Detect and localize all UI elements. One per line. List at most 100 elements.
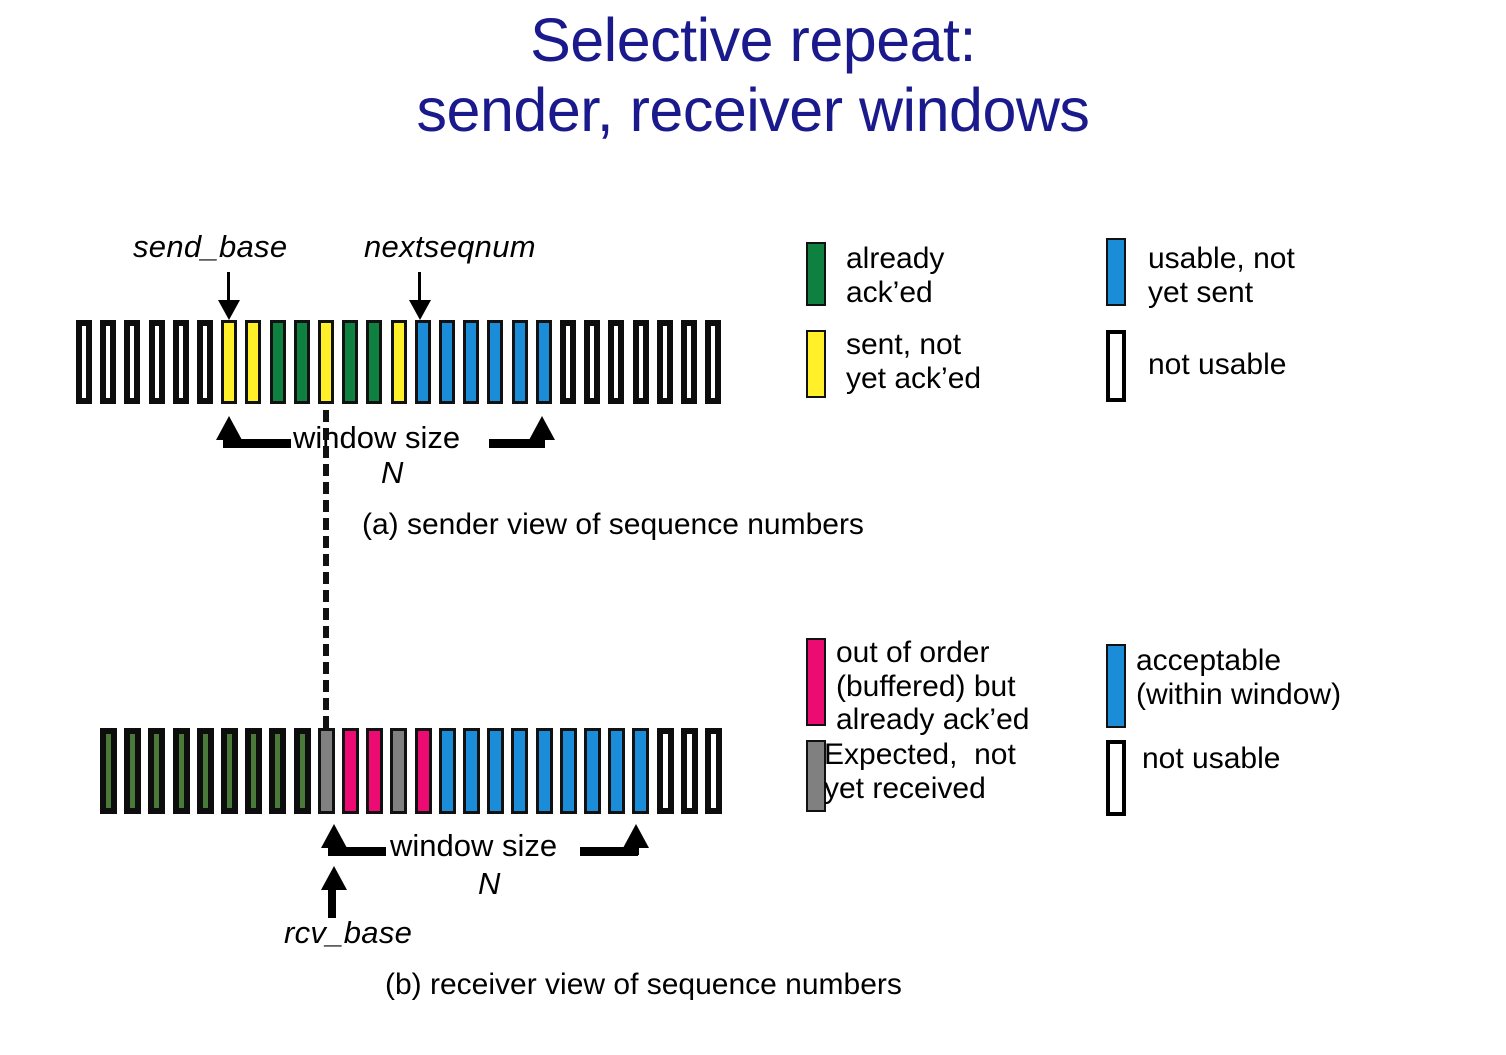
nextseqnum-arrow-shaft (418, 272, 421, 308)
sequence-box (438, 728, 456, 814)
title-line-2: sender, receiver windows (416, 75, 1090, 144)
send-base-label: send_base (133, 229, 288, 264)
sequence-box (608, 728, 626, 814)
sender-sequence-row (76, 320, 726, 406)
legend-swatch (1106, 740, 1126, 816)
sequence-box (632, 320, 649, 404)
receiver-sequence-row (100, 728, 730, 816)
sequence-box (390, 320, 407, 404)
sender-caption: (a) sender view of sequence numbers (362, 508, 864, 541)
sequence-box (414, 320, 431, 404)
sequence-box (559, 728, 577, 814)
sequence-box (196, 728, 214, 814)
sequence-box (487, 320, 504, 404)
sequence-box (414, 728, 432, 814)
sequence-box (511, 320, 528, 404)
sequence-box (317, 728, 335, 814)
legend-swatch (1106, 644, 1126, 728)
rcv-base-arrow-shaft (328, 888, 336, 918)
legend-swatch (806, 330, 826, 398)
window-end-arrow-shaft-receiver (630, 843, 639, 855)
sequence-box (76, 320, 92, 404)
legend-label: already ack’ed (846, 242, 945, 309)
sender-legend: already ack’ed sent, not yet ack’ed usable… (800, 238, 1490, 402)
sequence-box (172, 320, 189, 404)
sequence-box (366, 320, 383, 404)
sequence-box (608, 320, 625, 404)
window-end-arrow-sender (529, 416, 555, 440)
window-end-arrow-shaft-sender (536, 435, 545, 447)
title-line-1: Selective repeat: (530, 6, 976, 74)
legend-label: out of order (buffered) but already ack’… (836, 636, 1030, 737)
sequence-box (366, 728, 384, 814)
sequence-box (584, 320, 601, 404)
window-bracket-left-receiver (328, 847, 386, 856)
sequence-box (269, 320, 286, 404)
sequence-box (681, 320, 697, 404)
sequence-box (560, 320, 576, 404)
sequence-box (197, 320, 213, 404)
sequence-box (221, 728, 238, 814)
sequence-box (269, 728, 287, 814)
sequence-box (390, 728, 408, 814)
sequence-box (535, 728, 553, 814)
window-end-arrow-receiver (623, 824, 649, 848)
rcv-base-label: rcv_base (284, 915, 413, 950)
window-size-label-receiver: window size (390, 828, 558, 863)
sequence-box (656, 728, 674, 814)
sequence-box (148, 728, 166, 814)
sequence-box (463, 728, 480, 814)
nextseqnum-arrow-head (409, 300, 431, 320)
legend-label: sent, not yet ack’ed (846, 328, 982, 395)
nextseqnum-label: nextseqnum (364, 229, 536, 264)
window-bracket-right-receiver (580, 847, 638, 856)
sequence-box (342, 320, 359, 404)
sequence-box (124, 728, 142, 814)
legend-swatch (1106, 330, 1126, 402)
sequence-box (221, 320, 238, 404)
sequence-box (245, 320, 262, 404)
legend-label: Expected, not yet received (824, 738, 1016, 805)
legend-swatch (806, 638, 826, 726)
sequence-box (100, 728, 117, 814)
receiver-caption: (b) receiver view of sequence numbers (385, 968, 902, 1001)
sequence-box (705, 320, 722, 404)
window-size-n-sender: N (381, 455, 404, 490)
legend-label: not usable (1142, 742, 1281, 775)
sequence-box (342, 728, 359, 814)
sequence-box (293, 728, 311, 814)
window-size-n-receiver: N (478, 866, 501, 901)
sequence-box (439, 320, 455, 404)
sequence-box (487, 728, 505, 814)
sequence-box (100, 320, 117, 404)
sequence-box (584, 728, 601, 814)
send-base-arrow-head (218, 300, 240, 320)
send-base-arrow-shaft (227, 272, 230, 308)
alignment-dashed-line (323, 410, 329, 728)
sequence-box (148, 320, 165, 404)
sequence-box (245, 728, 263, 814)
sequence-box (632, 728, 650, 814)
sequence-box (705, 728, 722, 814)
sequence-box (124, 320, 141, 404)
sequence-box (535, 320, 552, 404)
sequence-box (680, 728, 698, 814)
sequence-box (511, 728, 529, 814)
sequence-box (318, 320, 334, 404)
rcv-base-arrow-head (321, 866, 347, 890)
sequence-box (656, 320, 673, 404)
sequence-box (172, 728, 190, 814)
legend-label: acceptable (within window) (1136, 644, 1342, 711)
legend-swatch (1106, 238, 1126, 306)
legend-swatch (806, 242, 826, 306)
window-bracket-right-sender (489, 439, 545, 448)
receiver-legend: out of order (buffered) but already ack’… (800, 636, 1490, 816)
legend-label: usable, not yet sent (1148, 242, 1295, 309)
window-bracket-left-sender (223, 439, 291, 448)
legend-label: not usable (1148, 348, 1287, 381)
page-title: Selective repeat: sender, receiver windo… (0, 6, 1506, 145)
sequence-box (293, 320, 310, 404)
sequence-box (463, 320, 480, 404)
window-size-label-sender: window size (293, 420, 461, 455)
legend-swatch (806, 740, 826, 812)
